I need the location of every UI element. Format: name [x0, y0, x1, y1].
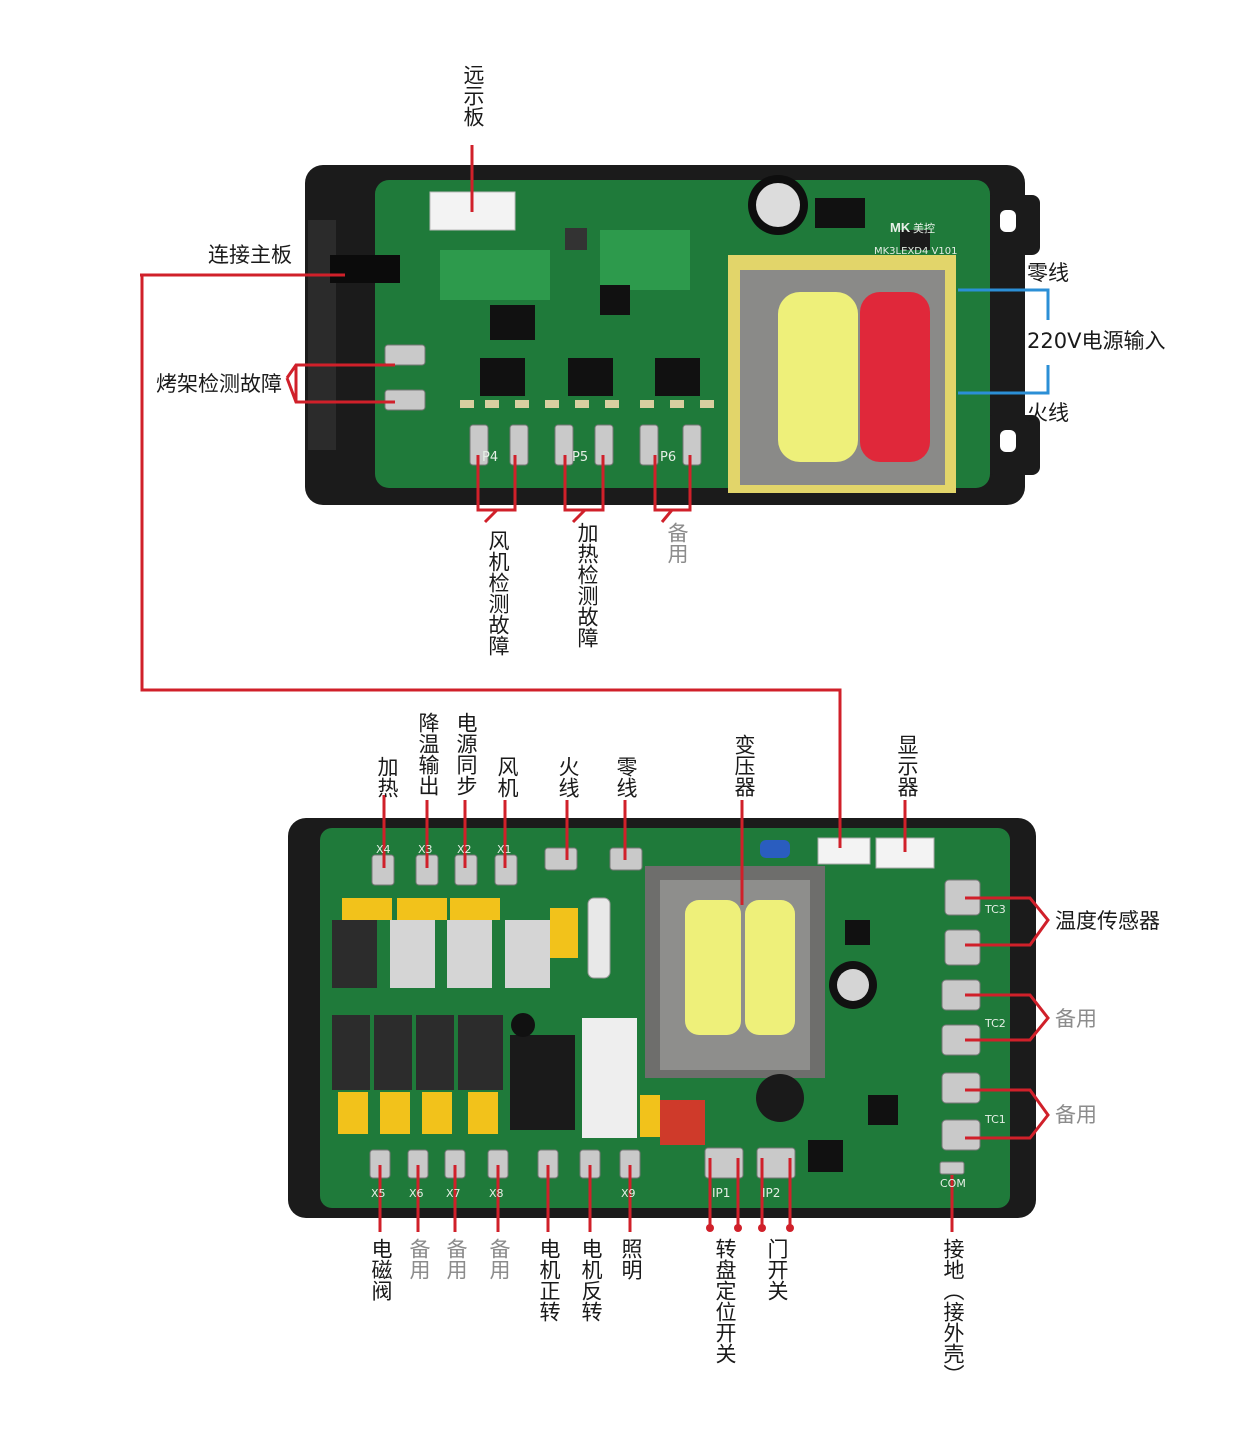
label-neutral-bottom: 零线 — [614, 756, 638, 798]
label-spare-tc2: 备用 — [1055, 1007, 1097, 1031]
silk-p5: P5 — [572, 450, 589, 465]
label-rack-fault: 烤架检测故障 — [156, 372, 282, 396]
label-fan: 风机 — [495, 756, 519, 798]
silk-ip1: IP1 — [712, 1186, 731, 1200]
label-spare-x6: 备用 — [407, 1238, 431, 1280]
label-connect-main: 连接主板 — [208, 243, 292, 267]
silk-model: MK3LEXD4 V101 — [874, 246, 958, 257]
label-turntable: 转盘定位开关 — [713, 1238, 737, 1364]
brand-logo: 美控 — [913, 221, 935, 235]
top-board: MK 美控 — [305, 165, 1040, 505]
label-heat-fault: 加热检测故障 — [575, 522, 599, 648]
label-heat: 加热 — [375, 756, 399, 798]
silk-p6: P6 — [660, 450, 677, 465]
label-neutral-top: 零线 — [1027, 261, 1069, 285]
label-display: 显示器 — [895, 734, 919, 797]
label-light: 照明 — [619, 1238, 643, 1280]
label-live-bottom: 火线 — [556, 756, 580, 798]
label-spare-top: 备用 — [665, 522, 689, 564]
label-motor-fwd: 电机正转 — [537, 1238, 561, 1322]
bottom-board — [288, 818, 1036, 1218]
silk-tc1: TC1 — [985, 1113, 1006, 1126]
svg-text:MK: MK — [890, 220, 911, 235]
silk-x5: X5 — [371, 1187, 386, 1200]
label-solenoid: 电磁阀 — [369, 1238, 393, 1301]
label-motor-rev: 电机反转 — [579, 1238, 603, 1322]
label-door: 门开关 — [765, 1238, 789, 1301]
silk-tc2: TC2 — [985, 1017, 1006, 1030]
silk-x6: X6 — [409, 1187, 424, 1200]
silk-x9: X9 — [621, 1187, 636, 1200]
label-power-sync: 电源同步 — [454, 712, 478, 796]
silk-com: COM — [940, 1177, 966, 1190]
leader-lines-red — [140, 145, 1050, 1232]
label-spare-x7: 备用 — [444, 1238, 468, 1280]
silk-x8: X8 — [489, 1187, 504, 1200]
label-ground: 接地（接外壳） — [941, 1238, 965, 1385]
silk-x4: X4 — [376, 843, 391, 856]
label-spare-tc1: 备用 — [1055, 1103, 1097, 1127]
label-temp-sensor: 温度传感器 — [1055, 909, 1160, 933]
label-transformer: 变压器 — [732, 734, 756, 797]
label-power-input: 220V电源输入 — [1027, 329, 1166, 353]
leader-lines-blue — [958, 288, 1050, 395]
label-fan-fault: 风机检测故障 — [486, 530, 510, 656]
label-spare-x8: 备用 — [487, 1238, 511, 1280]
silk-x3: X3 — [418, 843, 433, 856]
label-live-top: 火线 — [1027, 401, 1069, 425]
label-remote-board: 远示板 — [461, 64, 485, 127]
silk-p4: P4 — [482, 450, 499, 465]
silk-x1: X1 — [497, 843, 512, 856]
label-cool-out: 降温输出 — [416, 712, 440, 796]
silk-x2: X2 — [457, 843, 472, 856]
silk-tc3: TC3 — [985, 903, 1006, 916]
silk-x7: X7 — [446, 1187, 461, 1200]
silk-ip2: IP2 — [762, 1186, 781, 1200]
